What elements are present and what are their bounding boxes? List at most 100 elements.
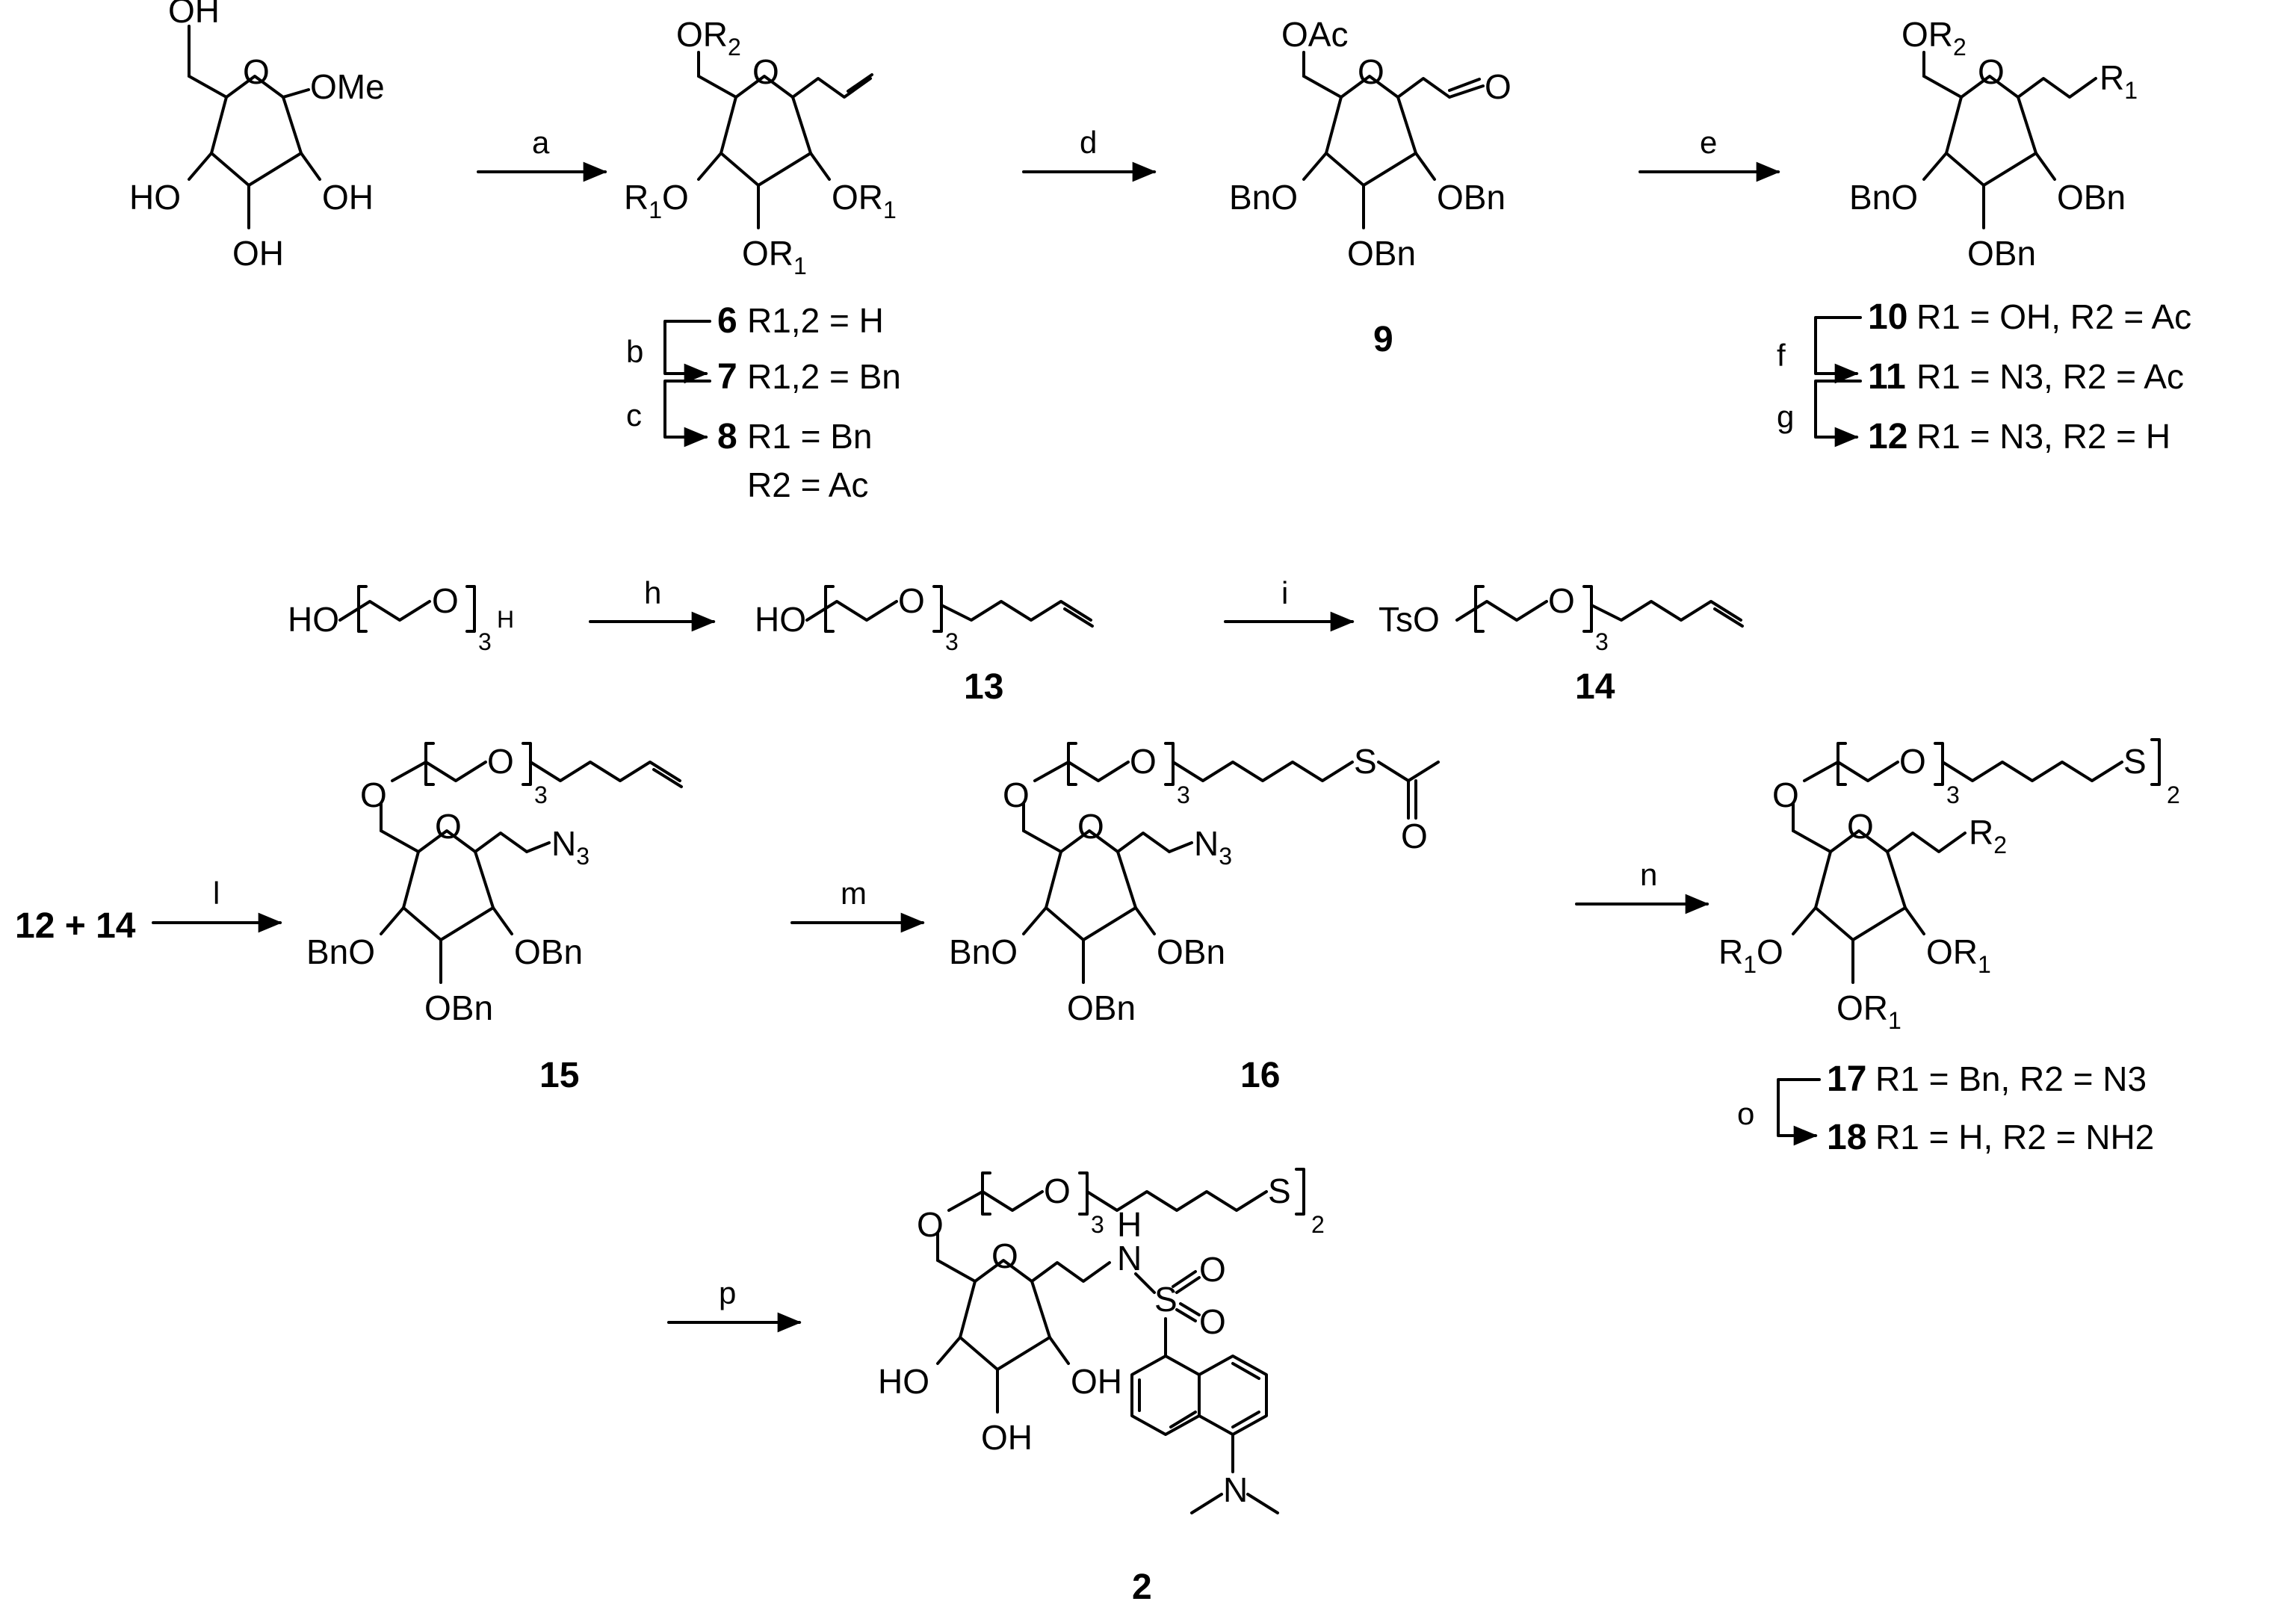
peg-ether-oxygen: O bbox=[1899, 742, 1926, 781]
compound-10-desc: R1 = OH, R2 = Ac bbox=[1916, 297, 2191, 336]
aldehyde-9: O OAc O BnO OBn OBn bbox=[1229, 15, 1511, 273]
azide-group: N3 bbox=[1194, 824, 1232, 870]
c6-ether-oxygen: O bbox=[1003, 776, 1030, 814]
compound-7-number: 7 bbox=[717, 357, 737, 397]
c4-benzyloxy: BnO bbox=[1849, 178, 1918, 217]
step-d-label: d bbox=[1080, 125, 1097, 160]
c2-hydroxyl: OH bbox=[1071, 1362, 1122, 1401]
compound-13-number: 13 bbox=[964, 667, 1003, 707]
compound-17-desc: R1 = Bn, R2 = N3 bbox=[1875, 1059, 2147, 1098]
c6-hydroxyl: OH bbox=[168, 0, 220, 30]
c4-benzyloxy: BnO bbox=[949, 932, 1018, 971]
step-h-label: h bbox=[644, 575, 661, 610]
peg-repeat-count: 3 bbox=[1946, 781, 1960, 808]
compound-12-number: 12 bbox=[1868, 417, 1907, 456]
peg-repeat-count: 3 bbox=[1091, 1211, 1104, 1238]
c2-benzyloxy: OBn bbox=[1437, 178, 1506, 217]
compound-8-number: 8 bbox=[717, 417, 737, 456]
compounds-6-7-8: b c 6 R1,2 = H 7 R1,2 = Bn 8 R1 = Bn R2 … bbox=[626, 301, 901, 504]
step-n-label: n bbox=[1640, 857, 1657, 892]
step-c-label: c bbox=[626, 397, 642, 433]
compound-11-number: 11 bbox=[1868, 357, 1906, 397]
tosylate-group: TsO bbox=[1378, 600, 1440, 639]
peg-ether-oxygen: O bbox=[898, 581, 925, 620]
compound-15-number: 15 bbox=[539, 1056, 579, 1095]
step-g-label: g bbox=[1777, 399, 1794, 434]
ring-oxygen: O bbox=[1978, 52, 2005, 91]
compounds-10-11-12: f g 10 R1 = OH, R2 = Ac 11 R1 = N3, R2 =… bbox=[1777, 297, 2191, 456]
c3-hydroxyl: OH bbox=[232, 234, 284, 273]
ring-oxygen: O bbox=[1077, 807, 1104, 846]
acetate-group: OAc bbox=[1281, 15, 1348, 54]
step-l-label: l bbox=[213, 876, 220, 911]
dimer-count: 2 bbox=[2167, 781, 2180, 808]
c6-substituent: OR2 bbox=[1902, 15, 1967, 61]
compound-16-structure: O O O 3 S O N3 BnO OBn OBn bbox=[949, 742, 1440, 1027]
thioester-sulfur: S bbox=[1354, 742, 1377, 781]
step-f-label: f bbox=[1777, 338, 1786, 373]
compound-17-number: 17 bbox=[1827, 1059, 1866, 1099]
starting-mixture-label: 12 + 14 bbox=[15, 906, 136, 946]
compound-8-desc2: R2 = Ac bbox=[747, 465, 868, 504]
aldehyde-oxygen: O bbox=[1485, 67, 1511, 106]
ring-oxygen: O bbox=[991, 1236, 1018, 1275]
peg-repeat-count: 3 bbox=[1177, 781, 1190, 808]
c3-hydroxyl: OH bbox=[981, 1418, 1033, 1457]
c3-benzyloxy: OBn bbox=[1067, 988, 1136, 1027]
disulfide-sulfur: S bbox=[1268, 1171, 1291, 1210]
compound-2-structure: O O O 3 S 2 N H S O O N HO bbox=[878, 1168, 1325, 1514]
compound-7-desc: R1,2 = Bn bbox=[747, 357, 901, 396]
dimethylamino-nitrogen: N bbox=[1223, 1470, 1248, 1509]
compound-14-structure: TsO O 3 bbox=[1378, 581, 1744, 655]
c2-benzyloxy: OBn bbox=[514, 932, 583, 971]
step-o-label: o bbox=[1737, 1096, 1754, 1131]
compound-9-number: 9 bbox=[1373, 320, 1393, 359]
c4-substituent: R1O bbox=[624, 178, 689, 223]
peg-repeat-count: 3 bbox=[1595, 628, 1609, 655]
step-i-label: i bbox=[1281, 575, 1288, 610]
compounds-17-18: o 17 R1 = Bn, R2 = N3 18 R1 = H, R2 = NH… bbox=[1737, 1059, 2154, 1157]
c4-benzyloxy: BnO bbox=[306, 932, 375, 971]
disulfide-17-18-structure: O O O 3 S 2 R2 R1O OR1 OR1 bbox=[1718, 738, 2180, 1034]
ring-oxygen: O bbox=[243, 52, 270, 91]
c-allyl-glycoside: O OR2 R1O OR1 OR1 bbox=[624, 15, 897, 279]
c4-hydroxyl: HO bbox=[129, 178, 181, 217]
ring-oxygen: O bbox=[1847, 807, 1874, 846]
sulfonamide-hydrogen: H bbox=[1117, 1205, 1142, 1244]
compound-18-number: 18 bbox=[1827, 1118, 1866, 1157]
step-e-label: e bbox=[1700, 125, 1717, 160]
c3-benzyloxy: OBn bbox=[1347, 234, 1416, 273]
c2-benzyloxy: OBn bbox=[2057, 178, 2126, 217]
compound-6-desc: R1,2 = H bbox=[747, 301, 884, 340]
compound-10-number: 10 bbox=[1868, 297, 1907, 337]
sulfonamide-nitrogen: N bbox=[1117, 1239, 1142, 1278]
compound-8-desc: R1 = Bn bbox=[747, 417, 873, 456]
c2-substituent: OR1 bbox=[832, 178, 897, 223]
peg-hydroxyl: HO bbox=[288, 600, 339, 639]
c3-substituent: OR1 bbox=[1837, 988, 1902, 1034]
c3-benzyloxy: OBn bbox=[1967, 234, 2036, 273]
step-b-label: b bbox=[626, 334, 643, 369]
compound-2-number: 2 bbox=[1132, 1567, 1152, 1607]
compound-11-desc: R1 = N3, R2 = Ac bbox=[1916, 357, 2184, 396]
ring-oxygen: O bbox=[1358, 52, 1384, 91]
c2-substituent: OR1 bbox=[1926, 932, 1991, 978]
c3-benzyloxy: OBn bbox=[424, 988, 493, 1027]
disulfide-sulfur: S bbox=[2123, 742, 2147, 781]
peg-ether-oxygen: O bbox=[1044, 1171, 1071, 1210]
peg-ether-oxygen: O bbox=[1548, 581, 1575, 620]
compound-18-desc: R1 = H, R2 = NH2 bbox=[1875, 1118, 2154, 1157]
azide-group: N3 bbox=[551, 824, 590, 870]
peg-terminal-h: H bbox=[497, 606, 514, 633]
c6-ether-oxygen: O bbox=[1772, 776, 1799, 814]
ring-oxygen: O bbox=[435, 807, 462, 846]
dimer-count: 2 bbox=[1311, 1211, 1325, 1238]
peg-repeat-count: 3 bbox=[945, 628, 959, 655]
c6-ether-oxygen: O bbox=[917, 1205, 944, 1244]
chain-substituent: R1 bbox=[2099, 58, 2138, 104]
peg-ether-oxygen: O bbox=[432, 581, 459, 620]
compound-12-desc: R1 = N3, R2 = H bbox=[1916, 417, 2170, 456]
peg-repeat-count: 3 bbox=[534, 781, 548, 808]
